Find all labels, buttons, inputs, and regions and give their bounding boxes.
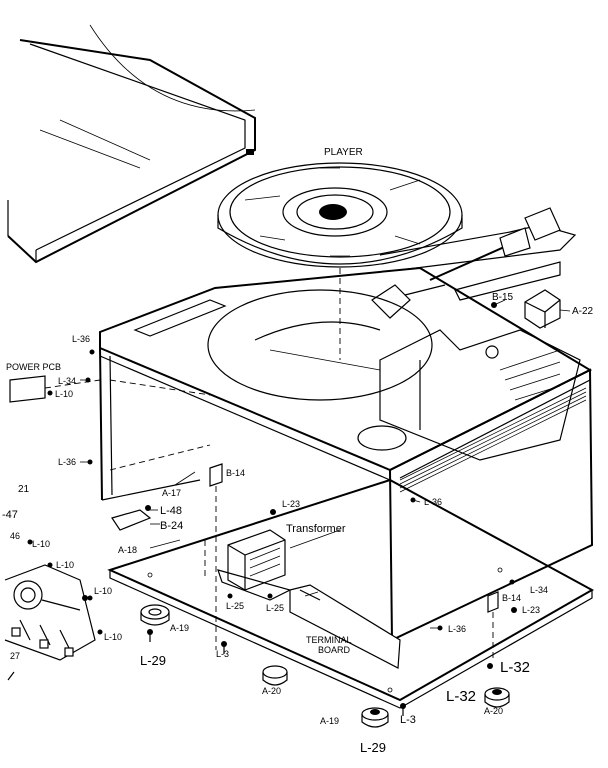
label-l36-right: L-36 <box>424 497 442 507</box>
label-27: 27 <box>10 651 20 661</box>
label-l10-b: L-10 <box>32 539 50 549</box>
transformer <box>204 529 292 601</box>
tonearm <box>371 207 577 319</box>
label-b24: B-24 <box>160 520 183 532</box>
label-a20-right: A-20 <box>484 706 503 716</box>
label-21: 21 <box>18 484 30 495</box>
label-a19-bottom: A-19 <box>320 716 339 726</box>
motor-assembly <box>4 564 96 681</box>
label-l32-a: L-32 <box>500 659 530 676</box>
label-b15: B-15 <box>492 292 514 303</box>
label-46: 46 <box>10 531 20 541</box>
label-transformer: Transformer <box>286 523 346 535</box>
screws <box>27 302 517 716</box>
vent-grille <box>399 387 587 493</box>
label-terminal: TERMINAL <box>306 635 352 645</box>
bracket-b24 <box>111 505 152 531</box>
foot-a20-right <box>484 687 510 708</box>
label-l36-low: L-36 <box>448 624 466 634</box>
part-labels: PLAYER B-15 A-22 L-36 POWER PCB L-34 L-1… <box>2 147 594 755</box>
label-l10-left: L-10 <box>55 389 73 399</box>
dust-cover <box>7 24 256 264</box>
label-l34-left: L-34 <box>58 376 76 386</box>
label-a22: A-22 <box>572 306 594 317</box>
label-l29-bottom: L-29 <box>360 740 386 755</box>
label-l3-bottom: L-3 <box>400 714 416 726</box>
label-l36-mid: L-36 <box>58 457 76 467</box>
leader-lines <box>80 299 571 629</box>
label-b14-left: B-14 <box>226 468 245 478</box>
foot-a20-left <box>262 665 288 686</box>
terminal-board <box>289 584 401 669</box>
label-l23-right: L-23 <box>522 605 540 615</box>
label-a18: A-18 <box>118 545 137 555</box>
label-b14-right: B-14 <box>502 593 521 603</box>
cabinet <box>99 266 594 642</box>
label-47: -47 <box>2 509 18 521</box>
label-a19-left: A-19 <box>170 623 189 633</box>
foot-a19-bottom <box>361 707 389 728</box>
label-l48: L-48 <box>160 505 182 517</box>
cartridge-a22 <box>524 289 561 329</box>
label-a17: A-17 <box>162 488 181 498</box>
bottom-plate <box>107 478 595 709</box>
label-player: PLAYER <box>324 147 363 158</box>
label-l10-c: L-10 <box>56 560 74 570</box>
power-pcb <box>9 375 101 403</box>
label-l25-b: L-25 <box>266 603 284 613</box>
label-power-pcb: POWER PCB <box>6 362 61 372</box>
label-l3-left: L-3 <box>216 649 229 659</box>
label-l10-e: L-10 <box>104 632 122 642</box>
bracket-b14-left <box>209 463 223 650</box>
label-l25-a: L-25 <box>226 601 244 611</box>
platter <box>217 162 463 360</box>
label-l10-d: L-10 <box>94 586 112 596</box>
label-l36-top: L-36 <box>72 334 90 344</box>
label-l29-left: L-29 <box>140 653 166 668</box>
label-l23-top: L-23 <box>282 499 300 509</box>
label-l34-right: L-34 <box>530 585 548 595</box>
label-a20-left: A-20 <box>262 686 281 696</box>
label-board: BOARD <box>318 645 351 655</box>
label-l32-b: L-32 <box>446 688 476 705</box>
foot-a19-left <box>140 604 170 626</box>
